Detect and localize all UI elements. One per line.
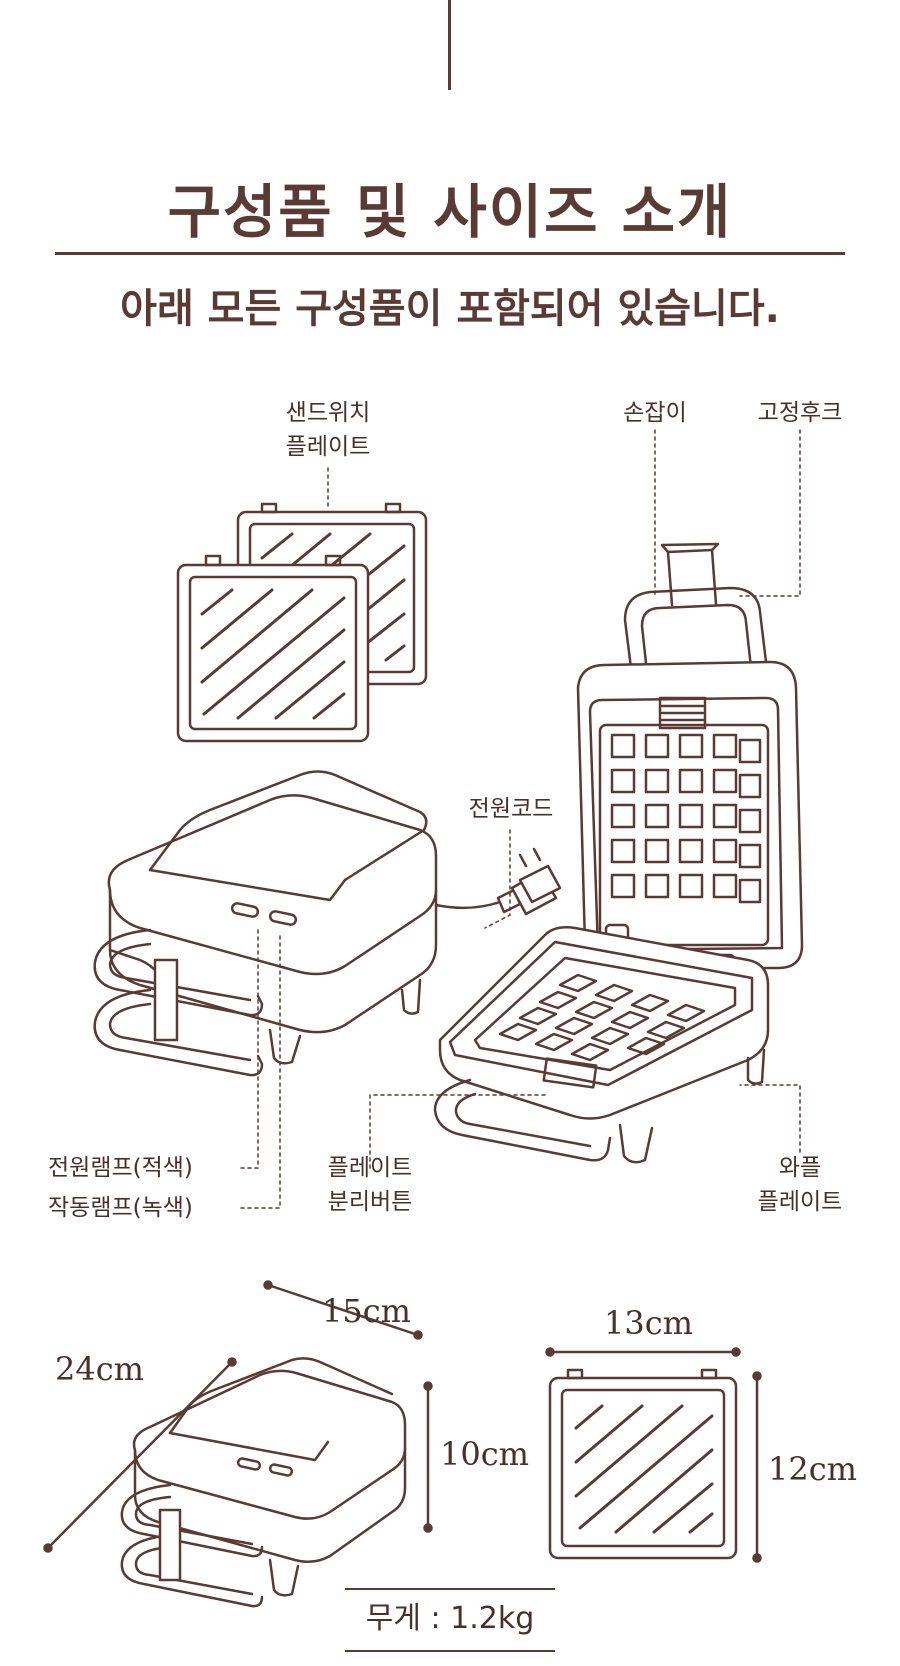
dimension-width: 15cm bbox=[322, 1292, 411, 1330]
label-power-lamp: 전원램프(적색) bbox=[48, 1155, 193, 1181]
weight-info: 무게 : 1.2kg bbox=[345, 1588, 555, 1652]
leader-lines bbox=[239, 429, 801, 1209]
dimension-depth: 24cm bbox=[55, 1350, 144, 1388]
label-power-cord: 전원코드 bbox=[468, 796, 554, 822]
title-underline bbox=[55, 252, 845, 255]
top-divider-line bbox=[448, 0, 451, 90]
label-handle: 손잡이 bbox=[623, 400, 687, 426]
page-subtitle: 아래 모든 구성품이 포함되어 있습니다. bbox=[120, 286, 780, 332]
lower-waffle-grid bbox=[498, 973, 706, 1062]
label-hook: 고정후크 bbox=[757, 400, 843, 426]
sandwich-plate-illustration bbox=[176, 502, 428, 743]
label-sandwich-plate: 샌드위치 플레이트 bbox=[285, 400, 371, 460]
page-title: 구성품 및 사이즈 소개 bbox=[167, 178, 733, 246]
label-plate-release-button: 플레이트 분리버튼 bbox=[327, 1155, 413, 1215]
label-operation-lamp: 작동램프(녹색) bbox=[48, 1195, 193, 1221]
size-maker-illustration bbox=[120, 1357, 407, 1608]
dimension-height: 10cm bbox=[440, 1435, 529, 1473]
label-waffle-plate: 와플 플레이트 bbox=[757, 1155, 843, 1215]
size-plate-illustration bbox=[548, 1368, 738, 1560]
dimension-plate-width: 13cm bbox=[604, 1304, 693, 1342]
open-waffle-maker-illustration bbox=[433, 542, 804, 1164]
closed-maker-illustration bbox=[93, 770, 562, 1077]
upper-waffle-grid bbox=[610, 733, 762, 904]
dimension-lines bbox=[43, 1280, 762, 1563]
dimension-plate-height: 12cm bbox=[768, 1450, 857, 1488]
